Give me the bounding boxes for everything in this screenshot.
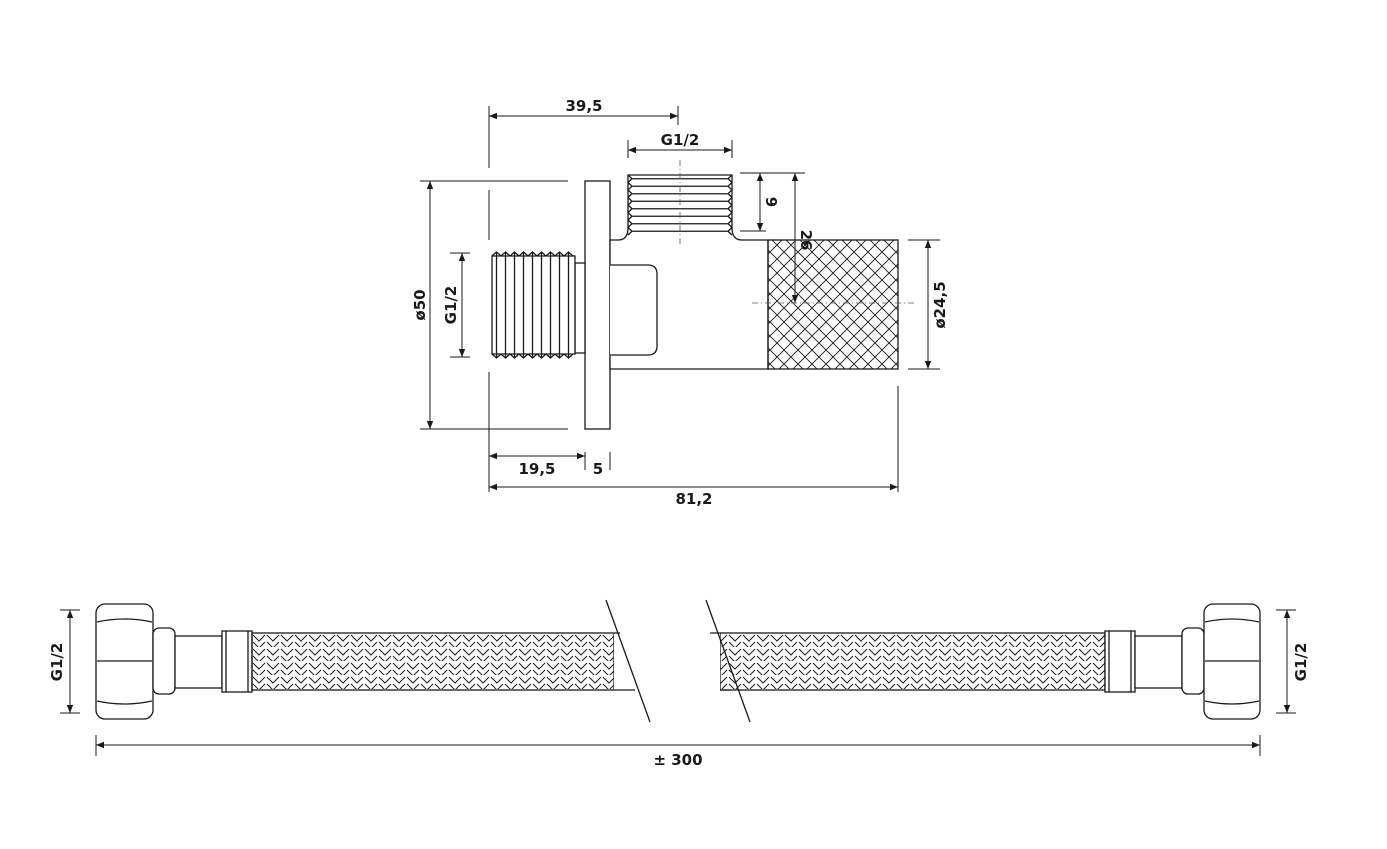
dim-top-thread: G1/2 bbox=[661, 131, 700, 149]
left-nut bbox=[95, 603, 154, 720]
dim-hose-length: ± 300 bbox=[653, 751, 702, 769]
dim-hose-left-thread: G1/2 bbox=[48, 643, 66, 682]
knurled-handle bbox=[767, 239, 899, 370]
body-recess bbox=[610, 264, 658, 356]
dim-flange-thickness: 5 bbox=[593, 460, 603, 478]
left-collar bbox=[152, 627, 176, 695]
dim-inlet-length: 19,5 bbox=[518, 460, 555, 478]
right-collar bbox=[1181, 627, 1205, 695]
right-tube bbox=[1134, 635, 1183, 689]
dim-overall-length: 81,2 bbox=[675, 490, 712, 508]
break-line-right bbox=[705, 599, 751, 723]
inlet-thread bbox=[491, 251, 586, 359]
dim-flange-diameter: ø50 bbox=[411, 289, 429, 320]
angle-valve: 39,5 G1/2 9 26 ø50 G1/2 ø24,5 19,5 5 81,… bbox=[411, 97, 949, 508]
break-line-left bbox=[605, 599, 651, 723]
dim-handle-diameter: ø24,5 bbox=[931, 281, 949, 328]
thread-tooth bbox=[491, 251, 574, 359]
left-tube bbox=[174, 635, 223, 689]
dim-hose-right-thread: G1/2 bbox=[1292, 643, 1310, 682]
right-braid bbox=[719, 632, 1106, 691]
wall-flange bbox=[584, 180, 611, 430]
left-ferrule bbox=[221, 630, 253, 693]
right-nut bbox=[1203, 603, 1261, 720]
dim-thread-height: 9 bbox=[762, 197, 780, 207]
left-braid bbox=[251, 632, 615, 691]
dim-inlet-thread: G1/2 bbox=[442, 286, 460, 325]
dim-top-length: 39,5 bbox=[565, 97, 602, 115]
braided-hose: G1/2 G1/2 ± 300 bbox=[48, 599, 1310, 769]
dim-outlet-height: 26 bbox=[797, 230, 815, 251]
